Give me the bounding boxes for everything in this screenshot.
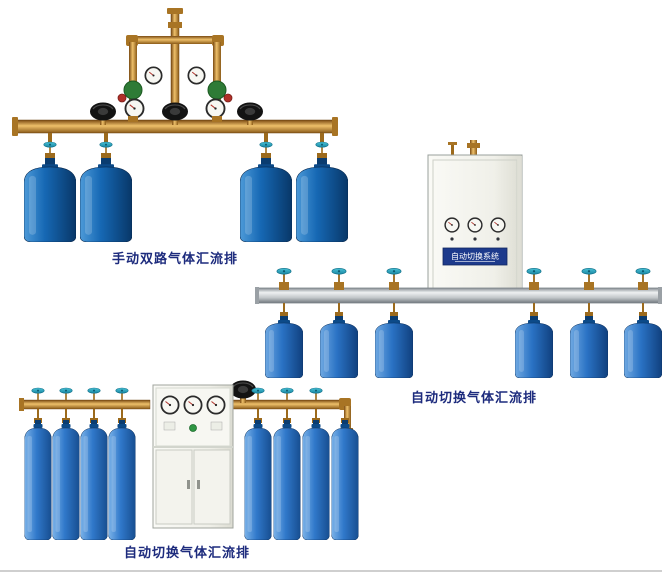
cylinder-valve: [386, 267, 402, 282]
gas-cylinder: [302, 420, 330, 540]
cylinder-valve: [87, 387, 101, 400]
gas-cylinder: [80, 420, 108, 540]
pressure-gauge: [144, 66, 163, 85]
gas-cylinder: [375, 316, 413, 378]
manifold-rail: [255, 287, 662, 304]
gas-cylinder: [244, 420, 272, 540]
cylinder-valve: [59, 387, 73, 400]
cylinder-valve: [99, 141, 113, 154]
cylinder-connections: [43, 133, 329, 159]
pressure-gauge: [490, 217, 506, 233]
manifold-header-pipe: [12, 116, 338, 136]
caption-auto-switch-manifold: 自动切换气体汇流排: [410, 391, 537, 406]
cylinder-valve: [276, 267, 292, 282]
cylinder-valve: [581, 267, 597, 282]
cylinder-valve: [259, 141, 273, 154]
pressure-regulator: [187, 66, 233, 119]
pressure-gauge: [183, 395, 203, 415]
gas-cylinder: [273, 420, 301, 540]
pressure-gauge: [444, 217, 460, 233]
pressure-gauge: [206, 395, 226, 415]
cylinder-valve: [280, 387, 294, 400]
gas-cylinder: [320, 316, 358, 378]
cabinet-door: [193, 449, 231, 525]
manual-dual-manifold-photo: [12, 8, 348, 242]
cabinet-nameplate: [442, 247, 508, 266]
gas-cylinder: [108, 420, 136, 540]
cylinder-valve: [115, 387, 129, 400]
control-cabinet: 自动切换系统: [427, 140, 523, 300]
gas-cylinder: [624, 316, 662, 378]
gas-cylinder: [570, 316, 608, 378]
cylinder-valve: [635, 267, 651, 282]
pressure-gauge: [187, 66, 206, 85]
cylinder-valve: [526, 267, 542, 282]
caption-manual-dual-manifold: 手动双路气体汇流排: [111, 252, 238, 267]
cylinder-valve: [331, 267, 347, 282]
pressure-regulator: [117, 66, 163, 119]
gas-cylinder: [515, 316, 553, 378]
gas-cylinder: [24, 158, 76, 242]
pressure-gauge: [160, 395, 180, 415]
control-cabinet: [152, 384, 234, 529]
gas-cylinder: [52, 420, 80, 540]
auto-switch-cabinet-manifold-photo: [19, 380, 359, 540]
cylinder-connections: [280, 303, 647, 317]
pressure-gauge: [124, 98, 145, 119]
cabinet-door: [155, 449, 193, 525]
bottom-divider: [0, 570, 662, 572]
power-button: [189, 424, 197, 432]
pressure-gauge: [205, 98, 226, 119]
gas-cylinder: [24, 420, 52, 540]
gas-cylinder: [296, 158, 348, 242]
cabinet-nameplate-text: 自动切换系统: [451, 251, 499, 261]
gas-cylinder: [265, 316, 303, 378]
gas-cylinder: [331, 420, 359, 540]
rail-valves: [276, 267, 651, 290]
caption-auto-switch-cabinet-manifold: 自动切换气体汇流排: [123, 546, 250, 561]
gas-cylinder: [80, 158, 132, 242]
cylinder-valve: [43, 141, 57, 154]
cylinder-valve: [315, 141, 329, 154]
auto-switch-manifold-photo: 自动切换系统: [255, 140, 662, 378]
gas-cylinder: [240, 158, 292, 242]
cylinder-valve: [31, 387, 45, 400]
pressure-gauge: [467, 217, 483, 233]
cylinder-valve: [309, 387, 323, 400]
